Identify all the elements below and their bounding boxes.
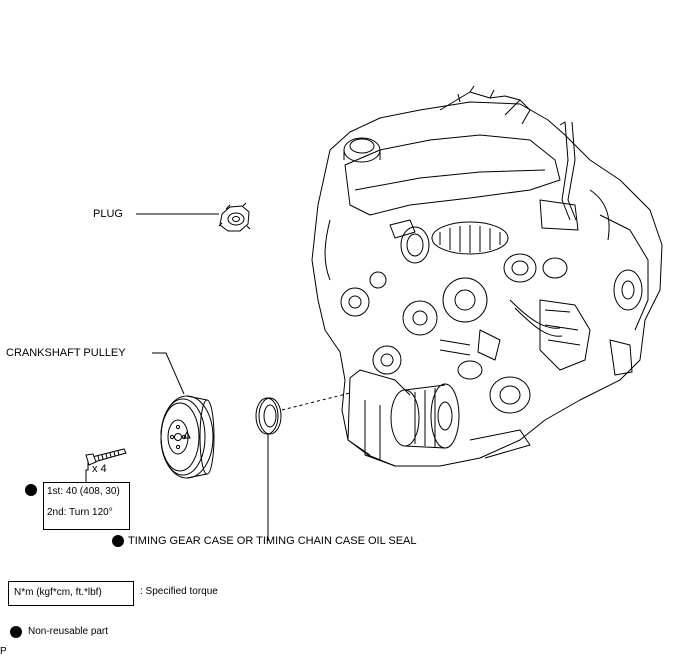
corner-mark: P bbox=[0, 646, 7, 657]
oil-seal-label: TIMING GEAR CASE OR TIMING CHAIN CASE OI… bbox=[128, 535, 417, 547]
legend-torque-box: N*m (kgf*cm, ft.*lbf) bbox=[8, 581, 134, 606]
legend-nonreusable-text: Non-reusable part bbox=[28, 626, 109, 637]
crankshaft-pulley-label: CRANKSHAFT PULLEY bbox=[6, 347, 126, 359]
alignment-line bbox=[281, 392, 351, 411]
crankshaft-pulley-part bbox=[160, 395, 215, 479]
bolt-leader bbox=[85, 462, 89, 482]
torque-spec-box: 1st: 40 (408, 30) 2nd: Turn 120° bbox=[43, 482, 130, 530]
legend-nonreusable-dot bbox=[10, 626, 22, 638]
legend-torque-units: N*m (kgf*cm, ft.*lbf) bbox=[14, 587, 102, 598]
nonreusable-mark-bolt bbox=[25, 484, 37, 496]
torque-second-step: 2nd: Turn 120° bbox=[47, 507, 113, 518]
oil-seal-part bbox=[255, 397, 282, 435]
torque-first-step: 1st: 40 (408, 30) bbox=[47, 486, 120, 497]
legend-torque-description: : Specified torque bbox=[140, 586, 218, 597]
pulley-bolt-part bbox=[85, 448, 127, 466]
plug-label: PLUG bbox=[93, 208, 123, 220]
plug-part bbox=[218, 202, 251, 232]
bolt-quantity-label: x 4 bbox=[92, 463, 107, 475]
engine-assembly bbox=[311, 85, 663, 467]
nonreusable-mark-oil-seal bbox=[112, 535, 124, 547]
crankshaft-pulley-leader bbox=[152, 352, 185, 395]
